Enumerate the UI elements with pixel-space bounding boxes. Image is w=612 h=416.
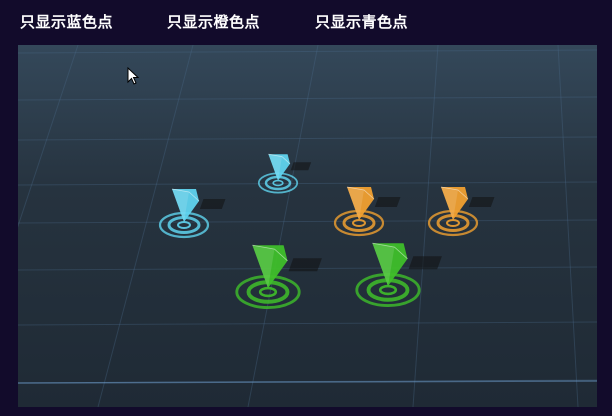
marker-shadow	[288, 258, 322, 272]
grid-line	[18, 136, 597, 141]
marker-pyramid-face	[268, 154, 282, 181]
green-marker[interactable]	[355, 242, 442, 308]
marker-pyramid-face	[372, 243, 395, 287]
marker-ring-inner	[446, 219, 460, 227]
blue-marker[interactable]	[257, 153, 312, 194]
grid-line	[412, 45, 439, 407]
marker-pyramid-face	[441, 187, 458, 220]
marker-shadow	[374, 197, 401, 207]
grid-line	[18, 219, 597, 224]
show-cyan-points-button[interactable]: 只显示青色点	[315, 13, 409, 31]
show-orange-points-button[interactable]: 只显示橙色点	[167, 13, 261, 31]
marker-ring-inner	[378, 284, 398, 296]
grid-axis-line	[18, 380, 597, 384]
marker-pyramid-edge	[171, 188, 200, 202]
marker-pyramid-edge	[346, 186, 375, 200]
show-blue-points-button[interactable]: 只显示蓝色点	[20, 13, 114, 31]
marker-ring-inner	[352, 219, 366, 227]
orange-marker[interactable]	[333, 186, 401, 237]
mouse-cursor-icon	[127, 67, 140, 85]
3d-scene-viewport[interactable]	[18, 45, 597, 407]
marker-pyramid-face	[347, 187, 364, 220]
scene-canvas[interactable]	[18, 45, 597, 407]
orange-marker[interactable]	[427, 186, 495, 237]
marker-ring-inner	[177, 221, 191, 229]
marker-pyramid-edge	[252, 244, 288, 262]
marker-pyramid	[172, 189, 199, 222]
marker-pyramid	[372, 243, 408, 287]
marker-pyramid	[441, 187, 468, 220]
marker-pyramid	[252, 245, 288, 289]
green-marker[interactable]	[235, 244, 322, 310]
marker-pyramid-face	[172, 189, 189, 222]
grid-line	[97, 45, 194, 407]
marker-pyramid-edge	[440, 186, 469, 200]
grid-line	[18, 45, 79, 228]
grid-line	[247, 45, 319, 407]
marker-ring-inner	[258, 286, 278, 298]
marker-shadow	[290, 162, 312, 171]
marker-pyramid-edge	[268, 153, 291, 165]
marker-shadow	[408, 256, 442, 270]
grid-line	[557, 45, 579, 407]
blue-marker[interactable]	[158, 188, 226, 239]
marker-pyramid	[347, 187, 374, 220]
grid-line	[18, 49, 597, 54]
marker-pyramid-edge	[372, 242, 408, 260]
grid-line	[18, 181, 597, 186]
marker-ring-inner	[272, 179, 284, 187]
marker-shadow	[468, 197, 495, 207]
grid-line	[18, 96, 597, 101]
grid-line	[18, 321, 597, 326]
marker-pyramid	[268, 154, 290, 181]
marker-shadow	[199, 199, 226, 209]
marker-pyramid-face	[252, 245, 275, 289]
